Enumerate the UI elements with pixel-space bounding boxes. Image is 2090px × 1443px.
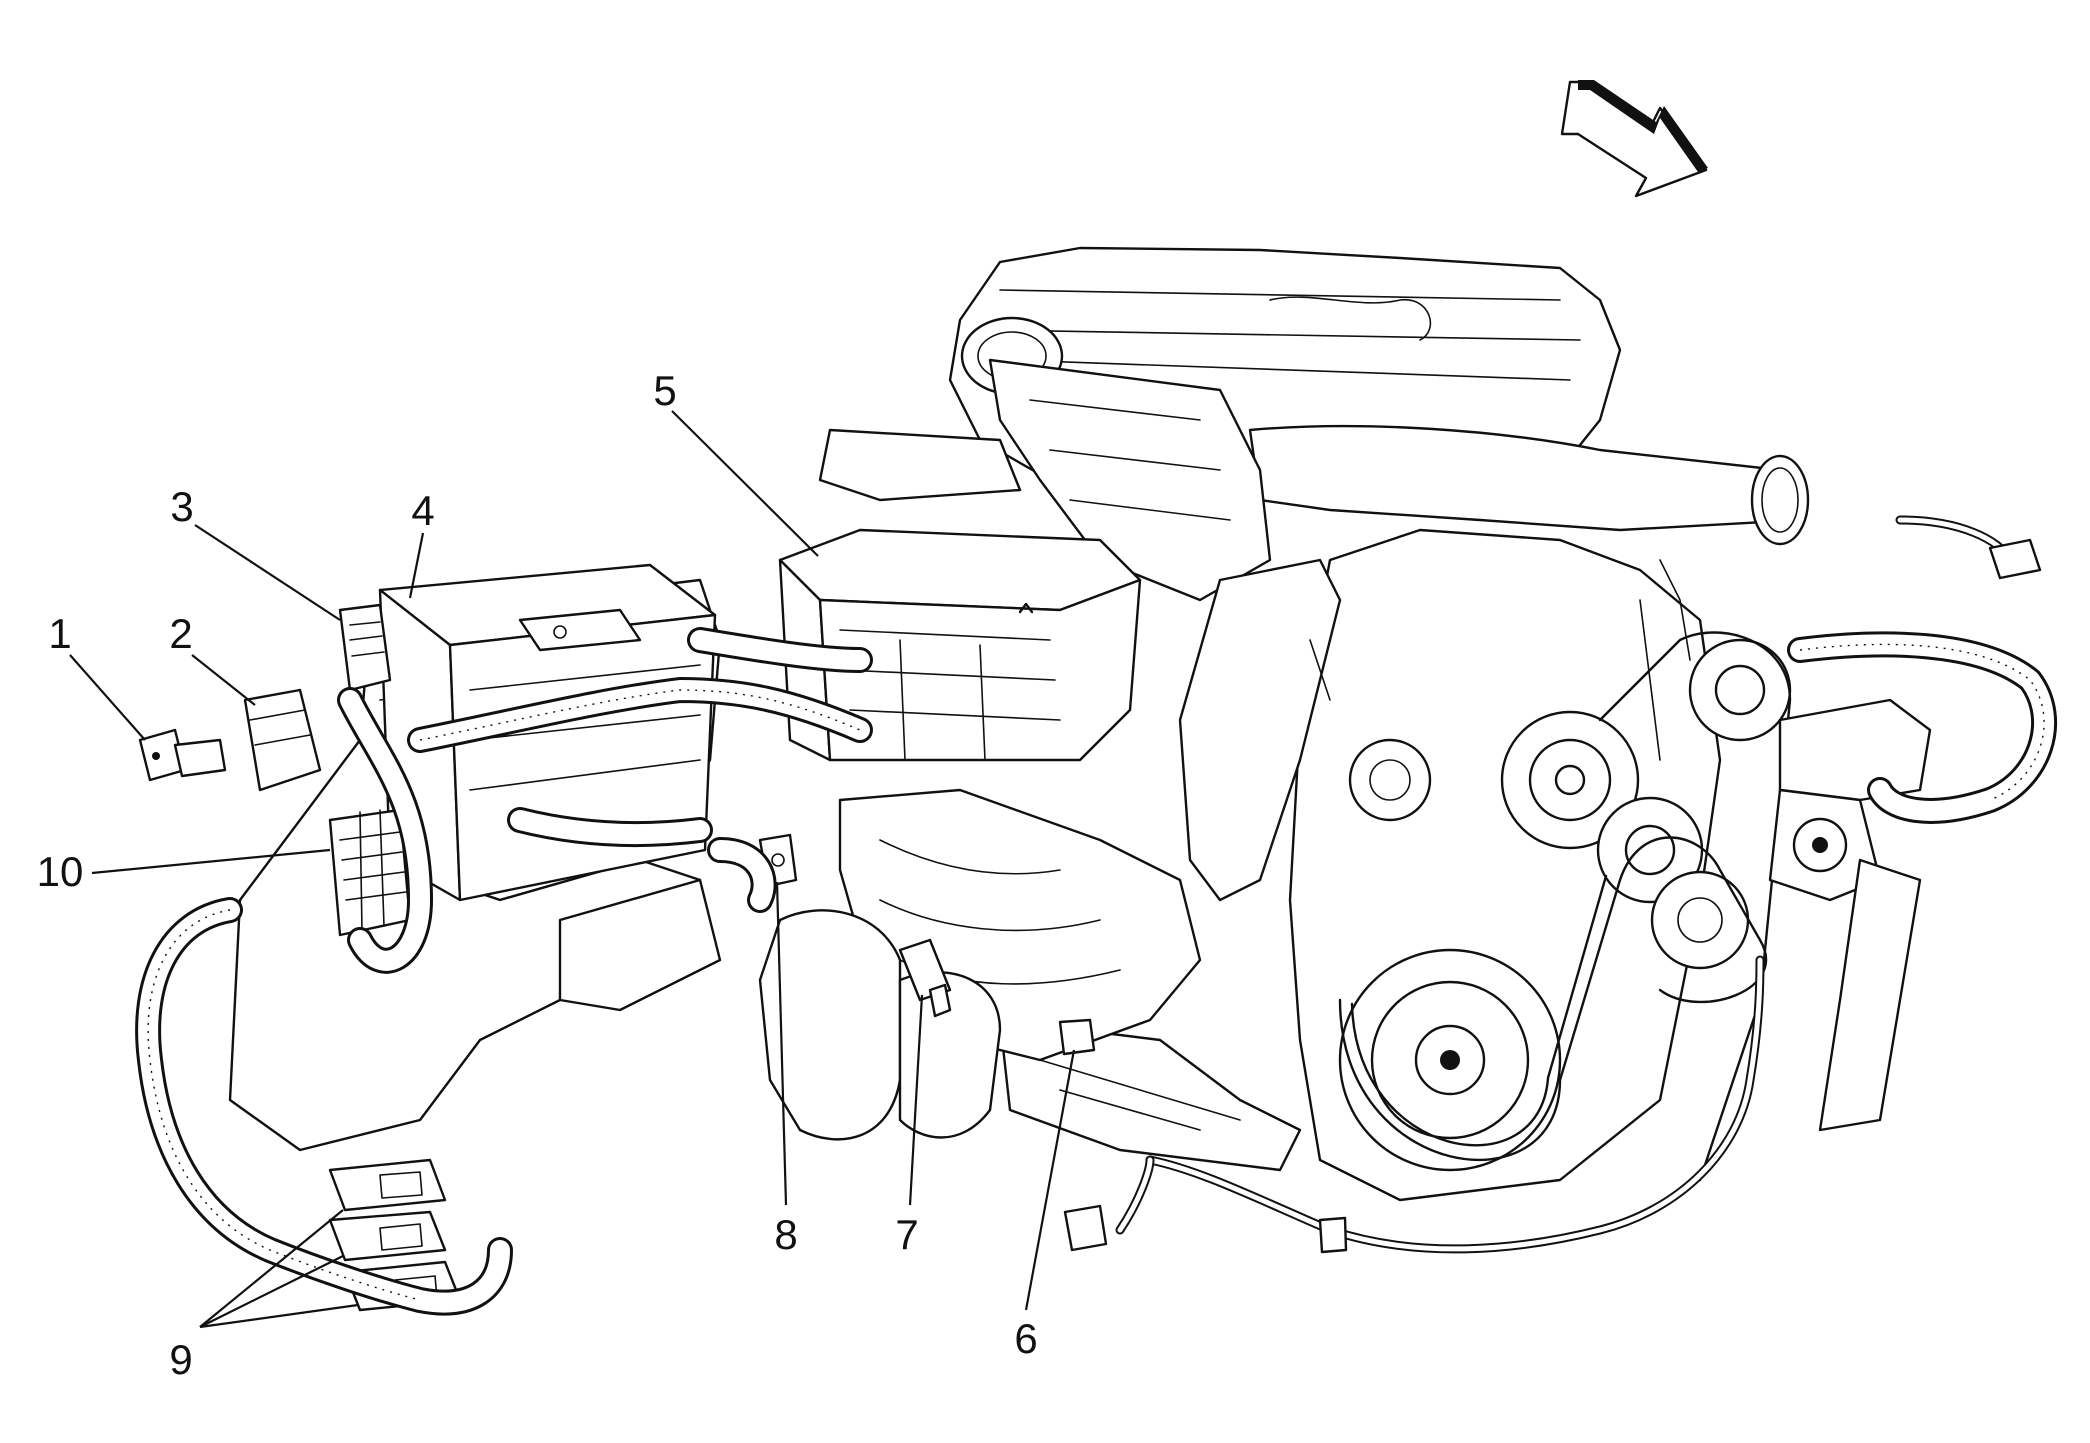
component-6-sensor — [1058, 1018, 1096, 1056]
leader-1 — [69, 654, 146, 741]
wiring-harness-main — [135, 627, 2058, 1316]
leader-3 — [194, 524, 341, 621]
power-steering-pulley — [1688, 638, 1792, 742]
callout-10: 10 — [37, 848, 84, 895]
component-3-connector — [338, 603, 392, 692]
leader-lines — [69, 410, 1076, 1329]
front-direction-arrow-icon — [1560, 80, 1708, 198]
idler-pulley — [1348, 738, 1432, 822]
callout-3: 3 — [170, 483, 193, 530]
leader-5 — [671, 410, 819, 557]
callout-4: 4 — [411, 487, 434, 534]
abs-module — [1768, 698, 1932, 1132]
callout-6: 6 — [1014, 1315, 1037, 1362]
leader-4 — [408, 532, 425, 599]
water-pump-pulley — [1650, 870, 1750, 970]
component-10-connector — [328, 808, 412, 937]
component-2-relay-bracket — [243, 688, 322, 792]
leader-2 — [191, 654, 256, 706]
alternator-pulley — [1500, 710, 1640, 850]
callout-2: 2 — [169, 610, 192, 657]
leader-6 — [1024, 1049, 1076, 1311]
component-1-connector — [138, 728, 227, 782]
callout-5: 5 — [653, 367, 676, 414]
leader-9c — [199, 1303, 359, 1329]
callout-9: 9 — [169, 1336, 192, 1383]
leader-8 — [775, 881, 788, 1206]
callout-numbers: 1 2 3 4 5 6 7 8 9 10 — [37, 367, 1038, 1383]
leader-7 — [908, 994, 924, 1206]
callout-8: 8 — [774, 1211, 797, 1258]
callout-7: 7 — [895, 1211, 918, 1258]
crankshaft-pulley — [1338, 948, 1562, 1172]
engine-assembly — [758, 246, 1810, 1202]
leader-10 — [91, 848, 331, 875]
leader-9a — [199, 1209, 344, 1328]
wiring-harness-lower — [1063, 515, 2042, 1254]
component-7-oxygen-sensor — [898, 938, 952, 1018]
callout-1: 1 — [48, 610, 71, 657]
leader-9b — [199, 1255, 344, 1328]
